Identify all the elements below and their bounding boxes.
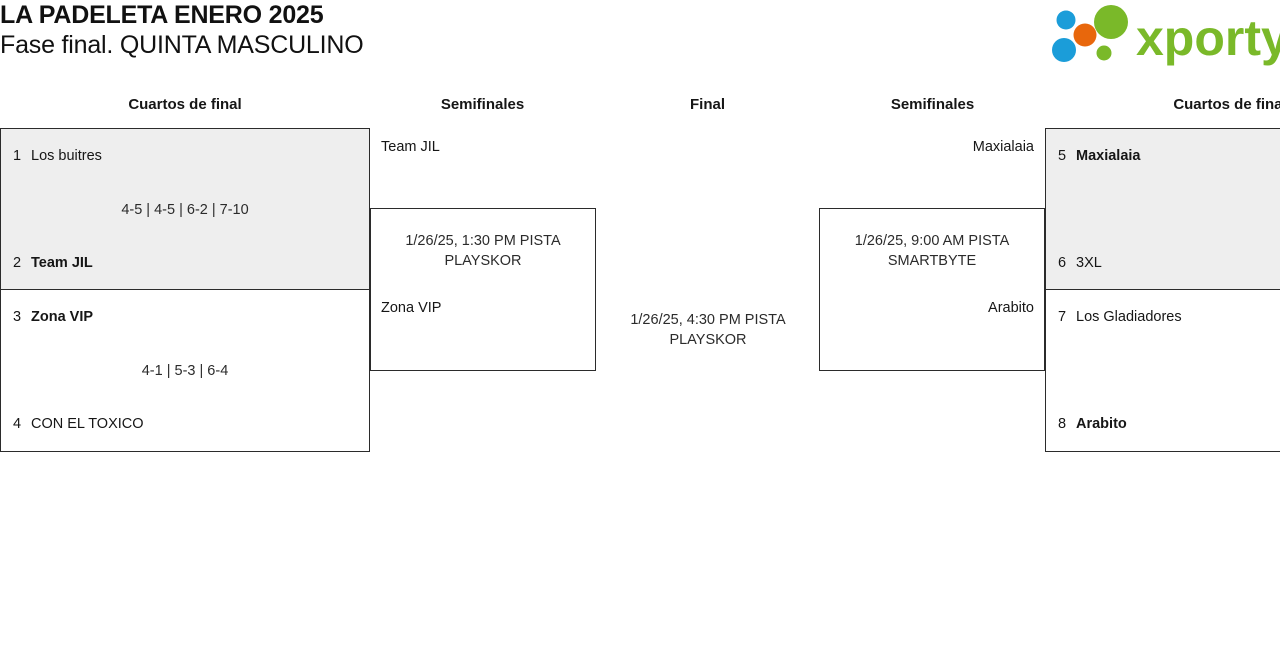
match-box-qf-left-1[interactable]: 1 Los buitres 4-5 | 4-5 | 6-2 | 7-10 2 Tea…: [0, 128, 370, 290]
match-team-top[interactable]: 3 Zona VIP: [1, 308, 369, 326]
page-header: LA PADELETA ENERO 2025 Fase final. QUINT…: [0, 0, 1280, 78]
final-schedule: 1/26/25, 4:30 PM PISTA PLAYSKOR: [630, 312, 786, 348]
seed-number: 3: [13, 309, 22, 325]
team-name: Zona VIP: [31, 309, 94, 325]
match-score: 3-5 | 5-4 | 4-6: [1046, 362, 1280, 380]
team-name: 3XL: [1076, 255, 1102, 271]
team-name: Los Gladiadores: [1076, 309, 1182, 325]
match-box-qf-left-2[interactable]: 3 Zona VIP 4-1 | 5-3 | 6-4 4 CON EL TOXICO: [0, 289, 370, 452]
match-team-top[interactable]: 1 Los buitres: [1, 147, 369, 165]
seed-number: 8: [1058, 416, 1067, 432]
round-header-quarterfinals-left: Cuartos de final: [128, 96, 242, 113]
match-score: 4-1 | 5-3 | 6-4: [141, 363, 229, 379]
semifinal-team-top[interactable]: Maxialaia: [972, 139, 1034, 155]
logo-wordmark: xporty: [1136, 10, 1280, 66]
match-team-top[interactable]: 7 Los Gladiadores: [1046, 308, 1280, 326]
round-header-semifinals-left: Semifinales: [440, 96, 525, 113]
tournament-subtitle: Fase final. QUINTA MASCULINO: [0, 31, 364, 59]
team-name: Maxialaia: [1076, 148, 1141, 164]
semifinal-schedule: 1/26/25, 9:00 AM PISTA SMARTBYTE: [854, 233, 1010, 269]
match-box-qf-right-2[interactable]: 7 Los Gladiadores 3-5 | 5-4 | 4-6 8 Arabit…: [1045, 289, 1280, 452]
match-team-bottom[interactable]: 6 3XL: [1046, 254, 1280, 272]
match-score: 4-5 | 4-5 | 6-2 | 7-10: [121, 202, 249, 218]
round-header-final: Final: [689, 96, 725, 113]
semifinal-schedule: 1/26/25, 1:30 PM PISTA PLAYSKOR: [405, 233, 561, 269]
seed-number: 2: [13, 255, 22, 271]
title-block: LA PADELETA ENERO 2025 Fase final. QUINT…: [0, 0, 800, 60]
seed-number: 7: [1058, 309, 1067, 325]
round-header-quarterfinals-right: Cuartos de final: [1173, 96, 1280, 113]
match-box-semifinal-right[interactable]: Maxialaia 1/26/25, 9:00 AM PISTA SMARTBY…: [819, 139, 1045, 371]
team-name: Arabito: [1076, 416, 1127, 432]
seed-number: 5: [1058, 148, 1067, 164]
semifinal-team-top[interactable]: Team JIL: [381, 139, 440, 155]
match-team-bottom[interactable]: 2 Team JIL: [1, 254, 369, 272]
semifinal-team-bottom[interactable]: Arabito: [988, 300, 1034, 316]
round-header-semifinals-right: Semifinales: [890, 96, 975, 113]
tournament-title: LA PADELETA ENERO 2025: [0, 1, 324, 29]
logo-dots-icon: [1052, 5, 1128, 62]
team-name: CON EL TOXICO: [31, 416, 144, 432]
match-box-semifinal-left[interactable]: Team JIL 1/26/25, 1:30 PM PISTA PLAYSKOR…: [370, 139, 596, 371]
seed-number: 1: [13, 148, 22, 164]
match-team-top[interactable]: 5 Maxialaia: [1046, 147, 1280, 165]
seed-number: 6: [1058, 255, 1067, 271]
team-name: Team JIL: [31, 255, 93, 271]
match-score: 4-2 | 4-2 | 6-0: [1046, 201, 1280, 219]
xporty-logo[interactable]: xporty: [1048, 4, 1280, 70]
team-name: Los buitres: [31, 148, 102, 164]
match-team-bottom[interactable]: 4 CON EL TOXICO: [1, 415, 369, 433]
round-headers: Cuartos de final Semifinales Final Semif…: [0, 96, 1280, 120]
match-box-qf-right-1[interactable]: 5 Maxialaia 4-2 | 4-2 | 6-0 6 3XL: [1045, 128, 1280, 290]
bracket-body: 1 Los buitres 4-5 | 4-5 | 6-2 | 7-10 2 Tea…: [0, 128, 1280, 458]
semifinal-team-bottom[interactable]: Zona VIP: [381, 300, 442, 316]
match-team-bottom[interactable]: 8 Arabito: [1046, 415, 1280, 433]
seed-number: 4: [13, 416, 22, 432]
